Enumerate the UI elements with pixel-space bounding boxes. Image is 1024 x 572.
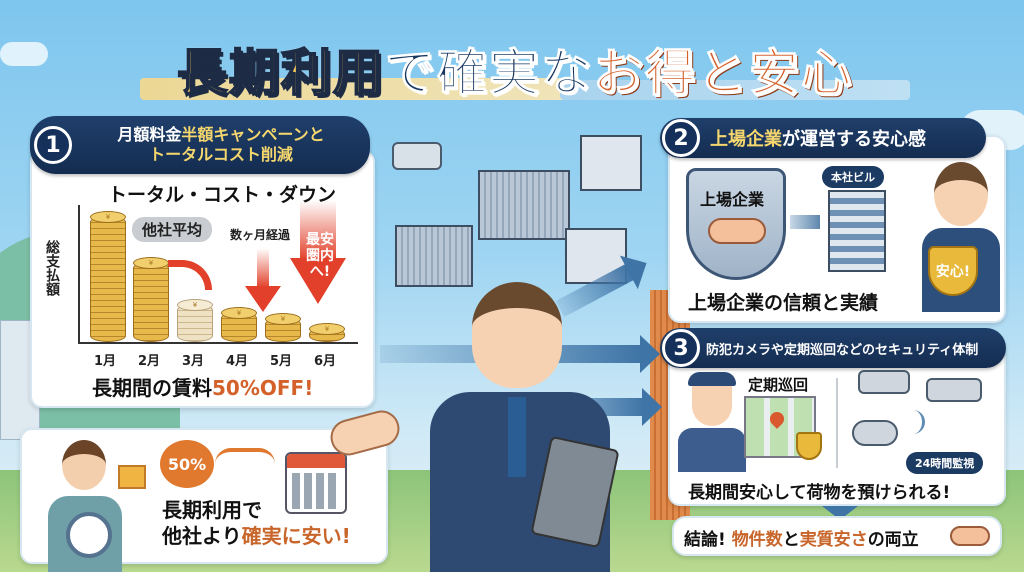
office-building-icon: [828, 190, 886, 272]
page-title: 長期利用で確実なお得と安心: [120, 34, 910, 104]
woman-with-clock-illustration: [40, 440, 130, 572]
section-1-heading-line2: トータルコスト削減: [149, 145, 293, 164]
gift-icon: [118, 465, 146, 489]
title-part-3: お得と安心: [593, 44, 853, 103]
section-number-badge: 2: [662, 119, 700, 157]
patrol-label: 定期巡回: [748, 376, 809, 394]
cctv-camera-icon: [852, 420, 898, 446]
monitoring-tag: 24時間監視: [906, 452, 984, 474]
section-2-heading-white: が運営する安心感: [782, 129, 926, 150]
section-2-caption: 上場企業の信頼と実績: [688, 292, 879, 314]
title-highlight: [560, 80, 910, 100]
security-guard-illustration: [678, 372, 746, 472]
down-arrow-shaft: [257, 248, 269, 288]
staff-head: [472, 282, 562, 388]
cctv-camera-icon: [926, 378, 982, 402]
title-part-2: で確実な: [385, 44, 593, 103]
competitor-average-tag: 他社平均: [132, 217, 213, 242]
divider: [836, 378, 838, 468]
section-1-header: 1 月額料金半額キャンペーンと トータルコスト削減: [30, 116, 370, 174]
coin-stack-4: ¥: [221, 307, 257, 342]
title-highlight: [140, 78, 580, 100]
conclusion-card: [672, 516, 1002, 556]
curved-arrow-icon: [215, 448, 275, 464]
y-axis-label: 総支払額: [44, 240, 60, 296]
coin-stack-5: ¥: [265, 313, 301, 342]
month-label: 2月: [138, 354, 161, 369]
staff-tie: [508, 397, 526, 477]
trust-badge: 安心!: [928, 246, 978, 296]
month-label: 1月: [94, 354, 117, 369]
container-illustration: [478, 170, 570, 240]
section-1-heading-white: 月額料金: [117, 125, 182, 144]
down-arrow-icon: [245, 286, 281, 312]
coin-stack-1: ¥: [90, 211, 126, 342]
container-illustration: [395, 225, 473, 287]
y-axis-line: [78, 205, 80, 343]
section-number-badge: 1: [34, 126, 72, 164]
hq-building-tag: 本社ビル: [822, 166, 884, 188]
title-part-1: 長期利用: [176, 43, 385, 103]
conclusion-text: 結論! 物件数と実質安さの両立: [684, 530, 919, 550]
month-label: 4月: [226, 354, 249, 369]
month-label: 3月: [182, 354, 205, 369]
month-label: 6月: [314, 354, 337, 369]
section-1-heading-yellow: 半額キャンペーンと: [181, 125, 325, 144]
section-1-footer: 長期間の賃料50%OFF!: [92, 376, 314, 400]
cloud-decoration: [0, 42, 48, 66]
section-3-caption: 長期間安心して荷物を預けられる!: [688, 483, 951, 503]
arrow-right-icon: [790, 215, 820, 229]
cheapest-arrow-icon: [290, 258, 346, 304]
section-3-header: 3 防犯カメラや定期巡回などのセキュリティ体制: [660, 328, 1006, 368]
coin-stack-2: ¥: [133, 257, 169, 342]
warehouse-illustration: [580, 135, 642, 191]
staff-hand-gesture: [326, 406, 404, 460]
cheapest-arrow-shaft: [300, 200, 336, 260]
coin-stack-3: ¥: [177, 299, 213, 342]
curved-arrow-icon: [168, 260, 212, 290]
section-2-heading-yellow: 上場企業: [710, 129, 782, 150]
chart-title: トータル・コスト・ダウン: [108, 184, 337, 206]
cctv-camera-icon: [858, 370, 910, 394]
signal-waves-icon: [905, 410, 925, 434]
clock-icon: [66, 512, 112, 558]
shield-label: 上場企業: [700, 190, 765, 209]
calendar-icon: [285, 452, 347, 514]
badge-shield-icon: [796, 432, 822, 460]
handshake-icon: [950, 526, 990, 546]
fifty-percent-badge: 50%: [160, 440, 214, 488]
long-term-text: 長期利用で 他社より確実に安い!: [162, 498, 351, 548]
coin-stack-6: ¥: [309, 323, 345, 342]
security-camera-illustration: [392, 142, 442, 170]
section-number-badge: 3: [662, 329, 700, 367]
handshake-icon: [708, 218, 766, 244]
section-2-header: 2 上場企業が運営する安心感: [660, 118, 986, 158]
staff-guide-illustration: [410, 282, 630, 572]
month-label: 5月: [270, 354, 293, 369]
x-axis-line: [78, 342, 358, 344]
months-elapsed-label: 数ヶ月経過: [230, 228, 291, 242]
section-3-heading: 防犯カメラや定期巡回などのセキュリティ体制: [706, 342, 979, 358]
cheapest-label: 最安圏内へ!: [306, 232, 334, 280]
